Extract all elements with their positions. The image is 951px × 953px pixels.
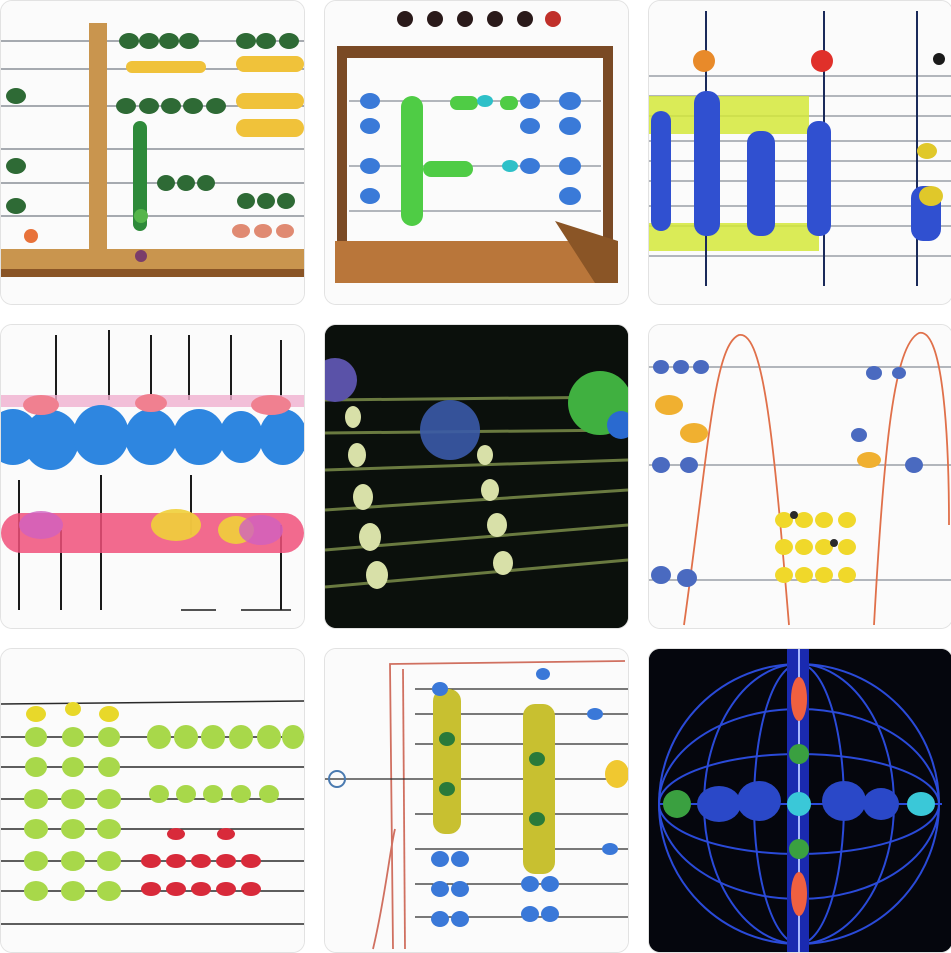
abacus-illustration-8 xyxy=(325,649,628,952)
abacus-illustration-1 xyxy=(1,1,304,304)
abacus-image-1[interactable] xyxy=(0,0,305,305)
abacus-illustration-5 xyxy=(325,325,628,628)
abacus-image-9[interactable] xyxy=(648,648,951,953)
abacus-image-6[interactable] xyxy=(648,324,951,629)
abacus-illustration-6 xyxy=(649,325,951,628)
abacus-illustration-7 xyxy=(1,649,304,952)
abacus-image-2[interactable] xyxy=(324,0,629,305)
abacus-image-8[interactable] xyxy=(324,648,629,953)
abacus-image-5[interactable] xyxy=(324,324,629,629)
abacus-illustration-2 xyxy=(325,1,628,304)
abacus-illustration-9 xyxy=(649,649,951,952)
abacus-illustration-4 xyxy=(1,325,304,628)
abacus-image-4[interactable] xyxy=(0,324,305,629)
abacus-illustration-3 xyxy=(649,1,951,304)
abacus-image-7[interactable] xyxy=(0,648,305,953)
abacus-image-3[interactable] xyxy=(648,0,951,305)
